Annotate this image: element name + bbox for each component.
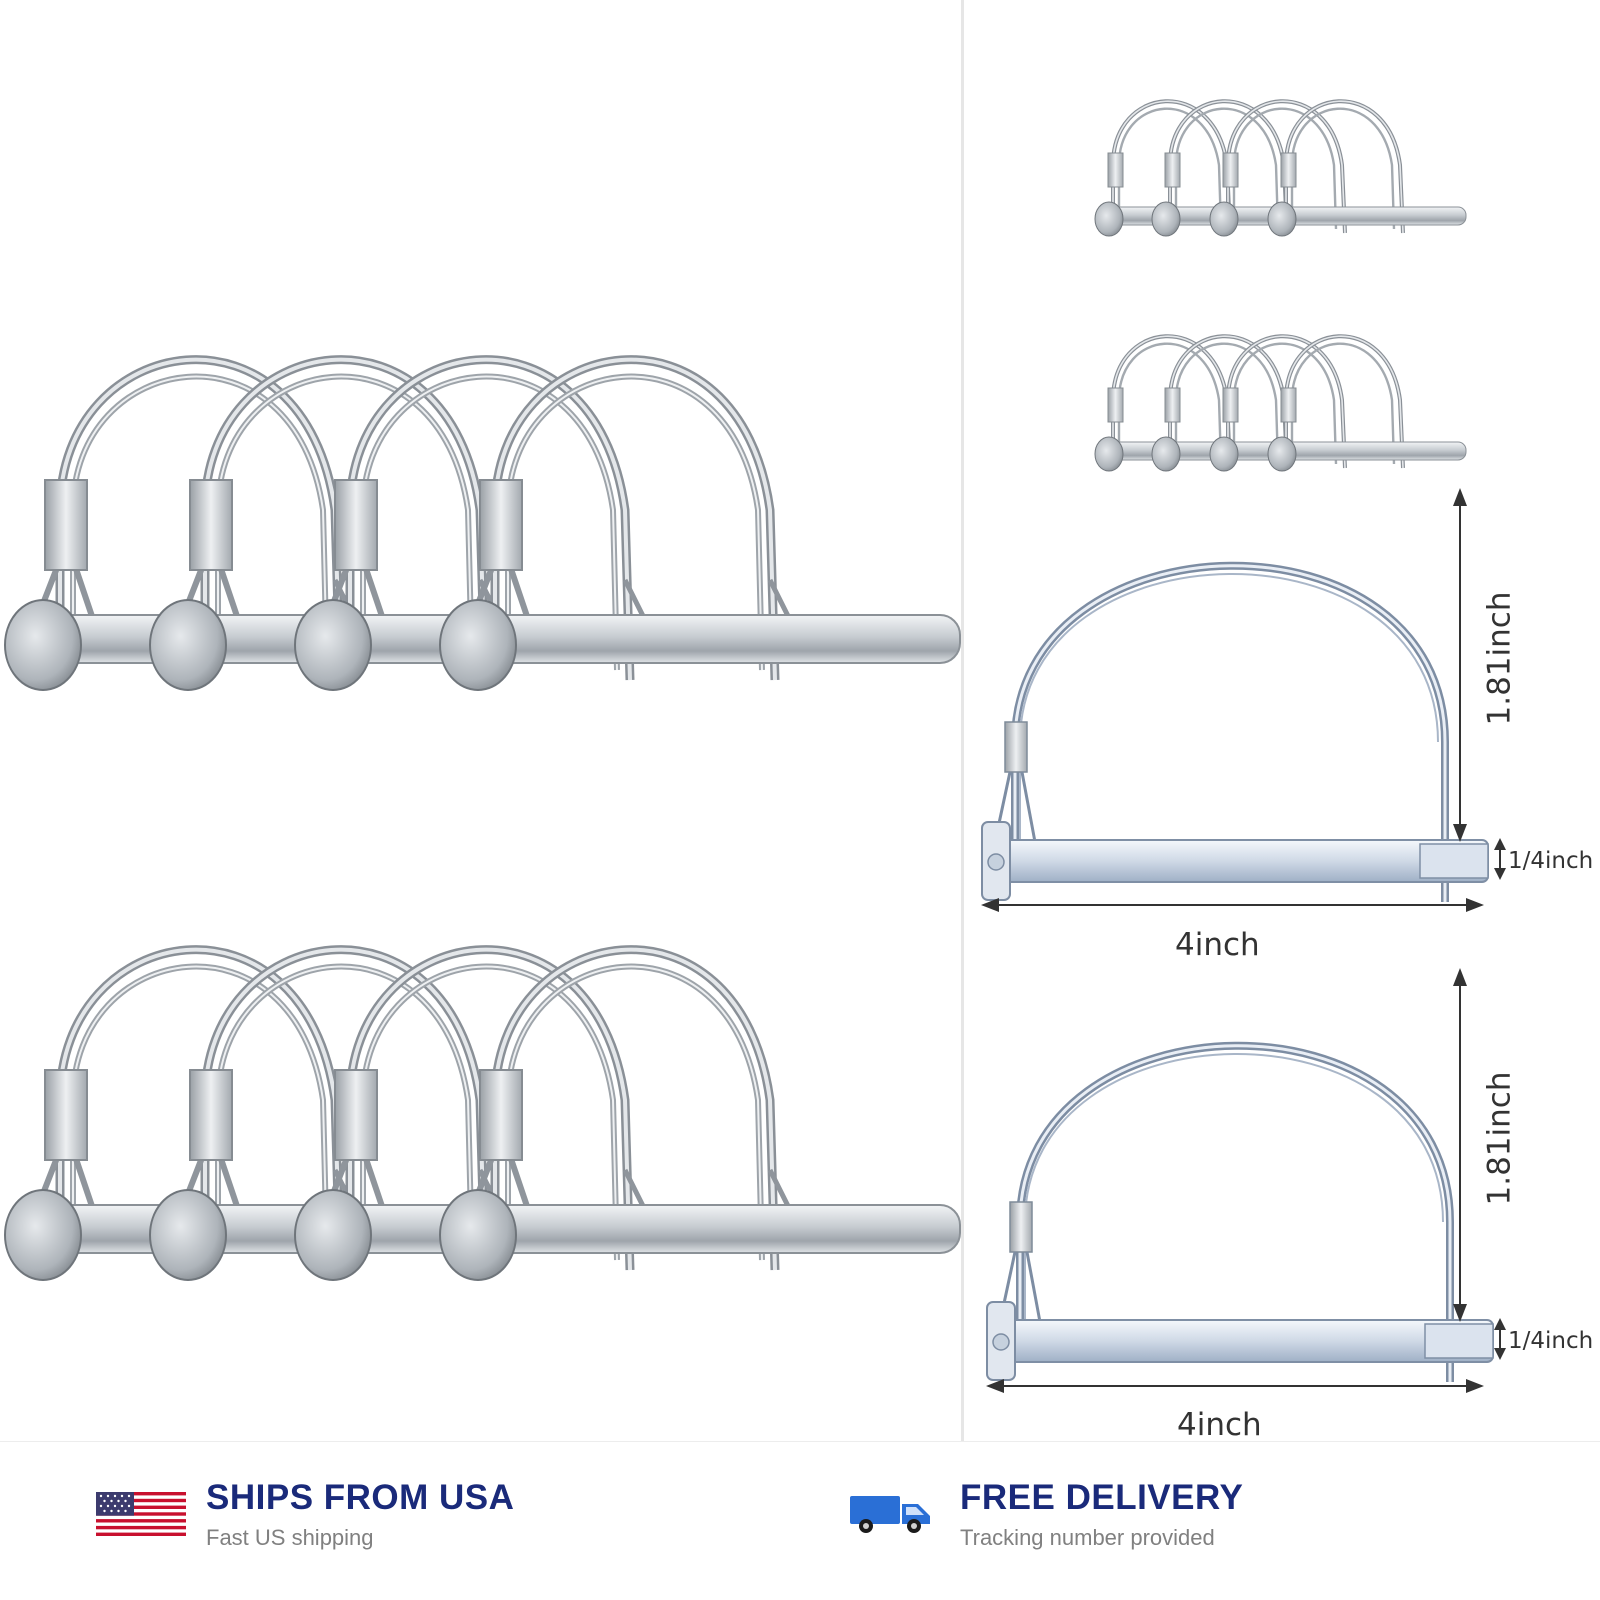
small-pin-cluster-upper <box>1093 99 1468 238</box>
dimension-view-upper <box>981 488 1506 912</box>
delivery-truck-icon <box>850 1492 932 1541</box>
feature-subtitle: Fast US shipping <box>206 1525 374 1550</box>
length-label-lower: 4inch <box>1177 1407 1262 1443</box>
us-flag-icon <box>96 1492 186 1541</box>
feature-free-delivery: FREE DELIVERY Tracking number provided <box>850 1478 1550 1558</box>
pin-diameter-label: 1/4inch <box>1508 848 1594 874</box>
feature-footer: SHIPS FROM USA Fast US shipping FREE DEL… <box>0 1442 1600 1600</box>
feature-subtitle: Tracking number provided <box>960 1525 1215 1550</box>
pin-group-top-row <box>5 360 960 690</box>
pin-diameter-label-lower: 1/4inch <box>1508 1328 1594 1354</box>
height-label-lower: 1.81inch <box>1481 1071 1518 1206</box>
panel-divider <box>961 0 964 1442</box>
small-pin-cluster-lower <box>1093 334 1468 473</box>
feature-title: FREE DELIVERY <box>960 1478 1244 1517</box>
height-label: 1.81inch <box>1481 591 1518 726</box>
pin-group-bottom-row <box>5 950 960 1280</box>
product-illustration <box>0 99 1506 1393</box>
footer-divider <box>0 1441 1600 1442</box>
dimension-view-lower <box>986 968 1506 1393</box>
product-image: 1.81inch 1/4inch 4inch 1.81inch 1/4inch … <box>0 0 1594 1443</box>
length-label: 4inch <box>1175 927 1260 963</box>
feature-ships-from-usa: SHIPS FROM USA Fast US shipping <box>96 1478 696 1558</box>
feature-title: SHIPS FROM USA <box>206 1478 515 1517</box>
